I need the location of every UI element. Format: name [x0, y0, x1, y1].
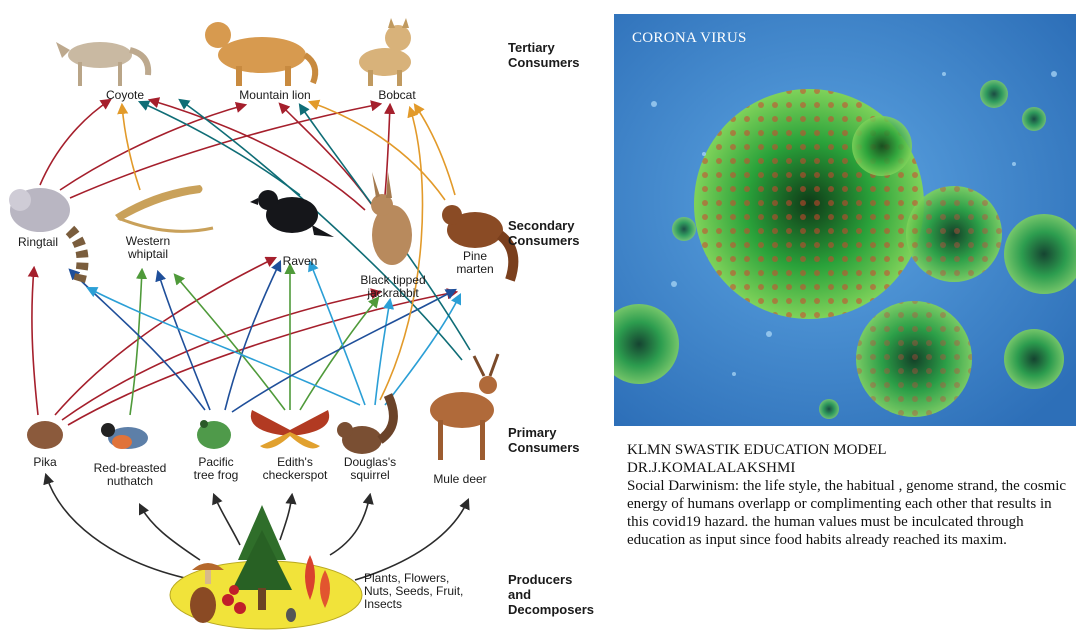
- label-producers: Plants, Flowers, Nuts, Seeds, Fruit, Ins…: [364, 572, 494, 611]
- arrow-checkerspot-to-jackrabbit: [300, 298, 378, 410]
- virus-particle: [1004, 329, 1064, 389]
- mountain-lion-icon: [205, 22, 315, 86]
- label-black-tipped-jackrabbit: Black tipped jackrabbit: [338, 274, 448, 300]
- virus-particle: [856, 301, 972, 417]
- author-name: DR.J.KOMALALAKSHMI: [627, 459, 1067, 477]
- label-douglass-squirrel: Douglas's squirrel: [330, 456, 410, 482]
- raven-icon: [250, 190, 334, 237]
- pika-icon: [27, 421, 63, 449]
- bobcat-icon: [359, 18, 411, 86]
- arrow-squirrel-to-marten: [385, 295, 460, 405]
- label-pine-marten: Pine marten: [440, 250, 510, 276]
- virus-particle: [852, 116, 912, 176]
- tree-frog-icon: [197, 420, 231, 449]
- label-pika: Pika: [20, 456, 70, 469]
- label-mule-deer: Mule deer: [420, 473, 500, 486]
- western-whiptail-icon: [115, 185, 213, 231]
- text-block: KLMN SWASTIK EDUCATION MODEL DR.J.KOMALA…: [627, 441, 1067, 549]
- jackrabbit-icon: [371, 172, 412, 265]
- nuthatch-icon: [101, 423, 148, 449]
- arrow-frog-to-whiptail: [158, 272, 210, 410]
- arrow-producers-to-squirrel: [330, 495, 370, 555]
- label-raven: Raven: [270, 255, 330, 268]
- arrow-marten-to-mountain-lion: [310, 102, 445, 200]
- arrow-whiptail-to-coyote: [122, 105, 140, 190]
- arrow-pika-to-raven: [55, 258, 275, 415]
- level-label-secondary: Secondary Consumers: [508, 218, 600, 248]
- arrow-producers-to-pika: [46, 475, 185, 578]
- label-coyote: Coyote: [90, 89, 160, 102]
- arrow-producers-to-nuthatch: [140, 505, 200, 560]
- checkerspot-butterfly-icon: [251, 410, 329, 448]
- arrow-pika-to-ringtail: [32, 268, 38, 415]
- insect-icon: [286, 608, 296, 622]
- pinecone-icon: [190, 587, 216, 623]
- arrow-raven-to-coyote: [140, 102, 300, 195]
- arrow-producers-to-frog: [214, 495, 240, 545]
- corona-virus-image: CORONA VIRUS: [614, 14, 1076, 426]
- label-bobcat: Bobcat: [362, 89, 432, 102]
- label-pacific-tree-frog: Pacific tree frog: [176, 456, 256, 482]
- label-ringtail: Ringtail: [8, 236, 68, 249]
- virus-caption: CORONA VIRUS: [632, 30, 747, 47]
- arrow-squirrel-to-jackrabbit: [375, 300, 390, 405]
- feeding-arrows: [32, 100, 470, 580]
- arrow-producers-to-checkerspot: [280, 495, 292, 540]
- description-paragraph: Social Darwinism: the life style, the ha…: [627, 477, 1067, 549]
- arrow-frog-to-marten: [232, 290, 455, 412]
- arrow-producers-to-deer: [355, 500, 468, 580]
- label-mountain-lion: Mountain lion: [220, 89, 330, 102]
- model-title: KLMN SWASTIK EDUCATION MODEL: [627, 441, 1067, 459]
- level-label-primary: Primary Consumers: [508, 425, 600, 455]
- label-ediths-checkerspot: Edith's checkerspot: [250, 456, 340, 482]
- mule-deer-icon: [430, 354, 498, 460]
- virus-particle: [906, 186, 1002, 282]
- label-red-breasted-nuthatch: Red-breasted nuthatch: [80, 462, 180, 488]
- level-label-producers: Producers and Decomposers: [508, 572, 600, 617]
- virus-illustration: [614, 14, 1076, 426]
- arrow-marten-to-bobcat: [415, 105, 455, 195]
- coyote-icon: [56, 42, 148, 86]
- arrow-ringtail-to-coyote: [40, 100, 110, 185]
- label-western-whiptail: Western whiptail: [108, 235, 188, 261]
- level-label-tertiary: Tertiary Consumers: [508, 40, 600, 70]
- producers-group: [170, 505, 362, 629]
